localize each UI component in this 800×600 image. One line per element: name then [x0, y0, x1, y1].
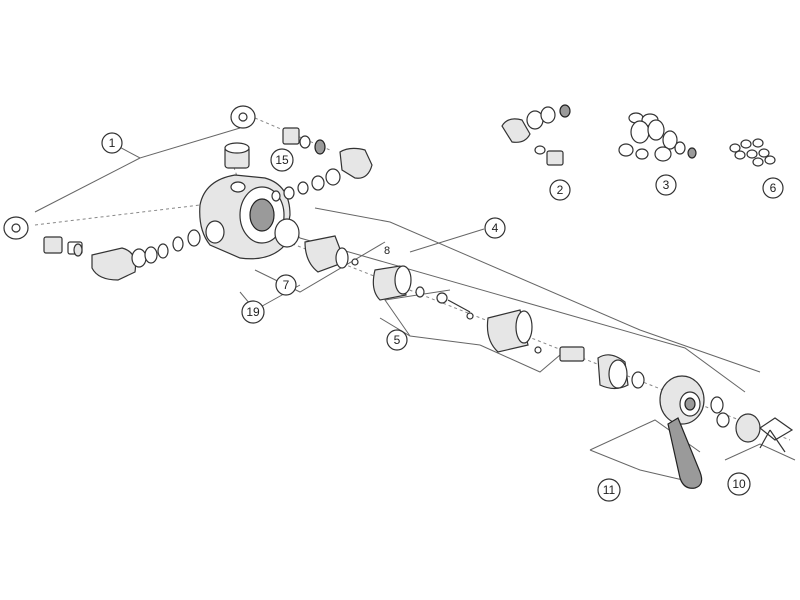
leader-5c	[479, 344, 561, 373]
callout-8: 8	[384, 245, 390, 257]
callout-7: 7	[275, 274, 297, 296]
callout-1: 1	[101, 132, 123, 154]
callout-6-label: 6	[770, 181, 777, 195]
top-elbow-assembly	[271, 127, 373, 202]
left-elbow-assembly	[43, 229, 201, 281]
callout-4-label: 4	[492, 221, 499, 235]
washer-left	[3, 216, 29, 240]
callout-15: 15	[270, 148, 294, 172]
callout-2: 2	[549, 179, 571, 201]
callout-3: 3	[655, 174, 677, 196]
leader-5b	[384, 289, 451, 337]
leader-4	[409, 228, 485, 253]
callout-6: 6	[762, 177, 784, 199]
callout-1-label: 1	[109, 136, 116, 150]
leader-10	[724, 443, 796, 461]
valve-body	[199, 142, 291, 260]
kit-2	[501, 104, 571, 166]
leader-1b	[34, 157, 141, 213]
callout-5-label: 5	[394, 333, 401, 347]
shroud-assembly	[559, 346, 730, 428]
thermostat-cartridge	[486, 309, 542, 354]
kit-6	[729, 138, 776, 167]
callout-15-label: 15	[275, 153, 289, 167]
callout-10: 10	[727, 472, 751, 496]
leader-4-frame-bottom	[289, 227, 746, 393]
kit-3	[618, 112, 697, 162]
callout-11: 11	[597, 478, 621, 502]
callout-3-label: 3	[663, 178, 670, 192]
callout-11-label: 11	[603, 483, 616, 497]
leader-7	[254, 241, 386, 293]
axis-left-elbow	[34, 204, 201, 226]
callout-4: 4	[484, 217, 506, 239]
washer-top	[230, 105, 256, 129]
callout-19: 19	[241, 300, 265, 324]
callout-10-label: 10	[732, 477, 746, 491]
leader-1	[111, 127, 241, 159]
lever-handle	[667, 417, 703, 489]
callout-7-label: 7	[283, 278, 290, 292]
callout-5: 5	[386, 329, 408, 351]
callout-8-label: 8	[384, 245, 390, 257]
callout-19-label: 19	[246, 305, 260, 319]
callout-2-label: 2	[557, 183, 564, 197]
cartridge-assembly	[274, 218, 474, 320]
crosshead-handle	[735, 413, 794, 453]
leader-4-frame-top	[314, 207, 761, 373]
